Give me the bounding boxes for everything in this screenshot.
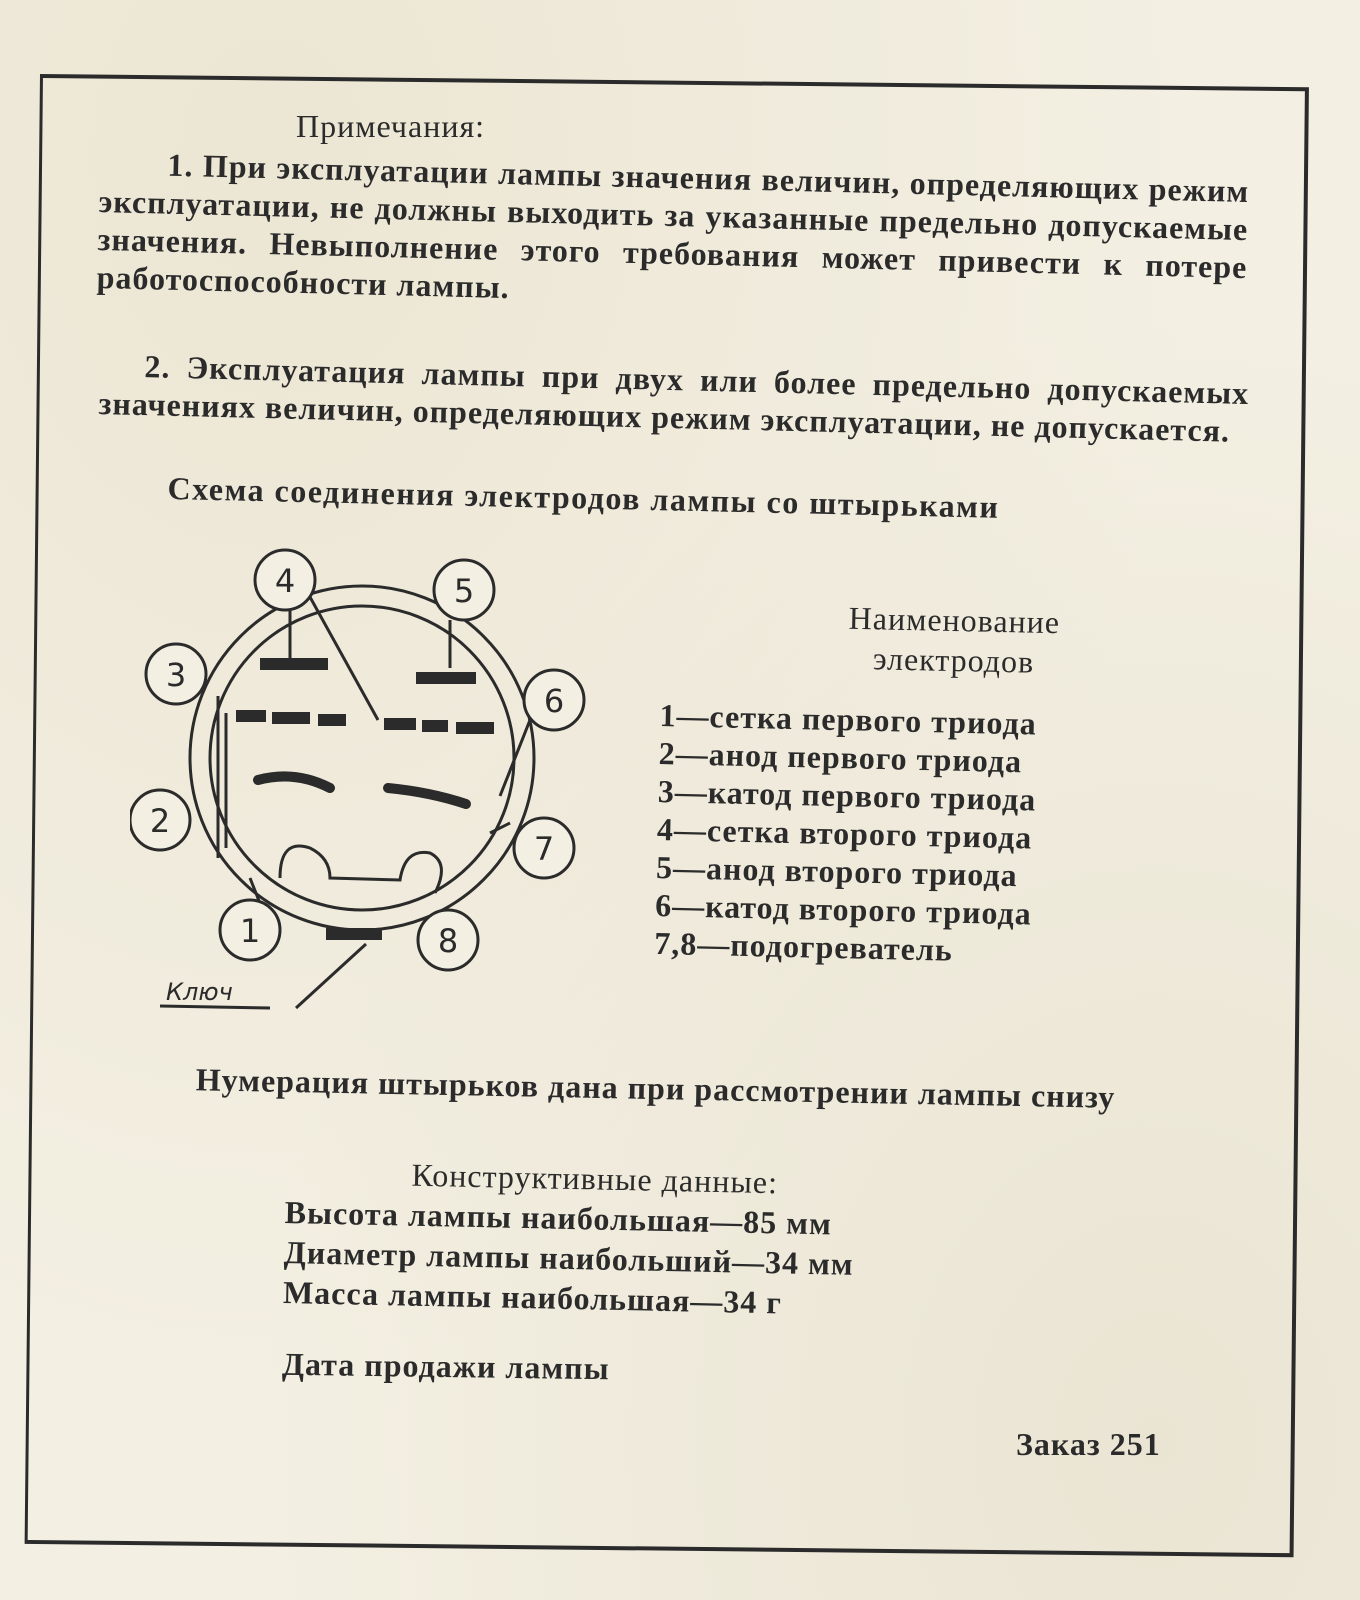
electrode-legend: 1—сетка первого триода 2—анод первого тр… — [654, 696, 1038, 971]
cathode-segment — [456, 722, 494, 734]
order-number: Заказ 251 — [1016, 1426, 1161, 1462]
pin-7-circle — [512, 816, 576, 880]
pin-4-label: 4 — [275, 562, 295, 600]
cathode-segment — [272, 712, 310, 724]
pin-2-circle — [130, 788, 192, 852]
pin-8-circle — [416, 908, 480, 972]
pin-5-label: 5 — [454, 572, 474, 610]
key-bar — [326, 928, 382, 940]
pin-1-label: 1 — [240, 912, 260, 950]
note-paragraph-1: 1. При эксплуатации лампы значения велич… — [96, 146, 1250, 306]
pin-3-circle — [144, 642, 208, 706]
sale-date-label: Дата продажи лампы — [281, 1345, 610, 1387]
notes-title: Примечания: — [296, 108, 486, 144]
grid-2-bar — [260, 658, 328, 670]
pin-2-label: 2 — [150, 802, 170, 840]
key-notch — [278, 844, 443, 894]
cathode-segment — [422, 720, 448, 732]
pin-1-circle — [218, 898, 282, 962]
anode-arc-2 — [383, 783, 471, 809]
key-label: Ключ — [166, 978, 233, 1006]
pin-6-circle — [522, 668, 586, 732]
tube-envelope-inner — [208, 604, 516, 912]
legend-title: Наименование электродов — [848, 599, 1061, 680]
cathode-segment — [318, 714, 346, 726]
pin-4-circle — [253, 548, 317, 612]
tube-pinout-diagram: 4 5 3 6 2 7 1 8 Ключ — [130, 548, 586, 1010]
cathode-segment — [236, 710, 266, 722]
anode-1-bar — [253, 771, 335, 793]
pin-6-label: 6 — [544, 682, 564, 720]
pin-8-label: 8 — [438, 922, 458, 960]
pin-5-circle — [432, 558, 496, 622]
key-underline — [159, 1004, 271, 1010]
construction-data: Конструктивные данные: Высота лампы наиб… — [283, 1152, 856, 1324]
pin-7-label: 7 — [534, 830, 554, 868]
cathode-segment — [384, 718, 416, 730]
anode-2-bar — [416, 672, 476, 684]
pin-3-label: 3 — [166, 656, 186, 694]
